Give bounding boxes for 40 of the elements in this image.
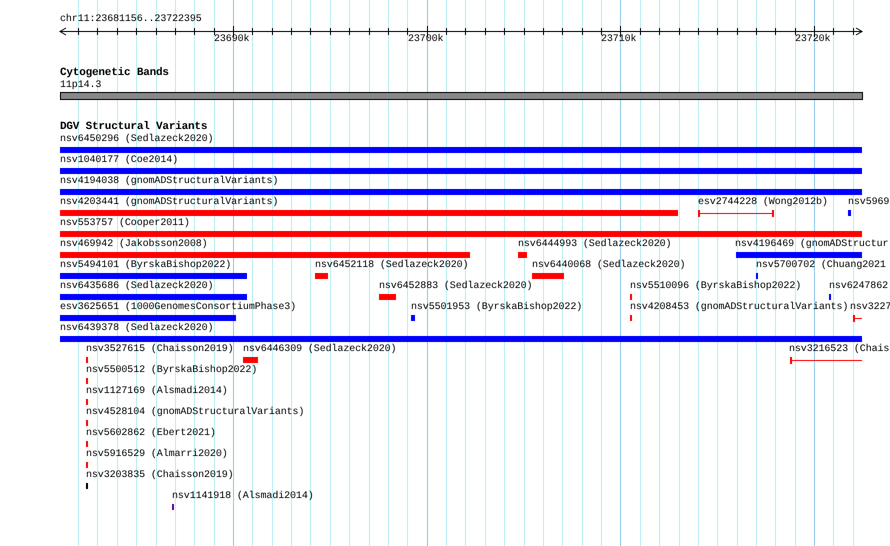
band-label: 11p14.3 [60,80,102,92]
variant-label: nsv6446309 (Sedlazeck2020) [243,344,396,356]
variant-label: nsv5500512 (ByrskaBishop2022) [86,365,258,377]
tick-label: 23720k [795,34,830,46]
tick-label: 23690k [214,34,250,46]
variant-label: nsv6247862 [829,281,888,293]
variant-label: nsv3203835 (Chaisson2019) [86,470,234,482]
variant-label: nsv4203441 (gnomADStructuralVariants) [60,197,278,209]
variant-label: nsv3527615 (Chaisson2019) [86,344,234,356]
variant-label: nsv469942 (Jakobsson2008) [60,239,208,251]
variant-label: nsv553757 (Cooper2011) [60,218,190,230]
variant-label: nsv5916529 (Almarri2020) [86,449,228,461]
variant-label: nsv1040177 (Coe2014) [60,155,178,167]
variant-label: nsv5602862 (Ebert2021) [86,428,216,440]
variant-label: nsv6452118 (Sedlazeck2020) [315,260,468,272]
tick-label: 23700k [408,34,444,46]
location-label: chr11:23681156..23722395 [60,14,202,26]
variant-label: nsv4196469 (gnomADStructur [735,239,888,251]
track-heading: DGV Structural Variants [60,121,208,133]
variant-label: nsv3216523 (Chais [789,344,890,356]
variant-label: nsv6440068 (Sedlazeck2020) [532,260,686,272]
variant-label: esv2744228 (Wong2012b) [698,197,828,209]
variant-label: nsv5969 [848,197,890,209]
variant-label: nsv5700702 (Chuang2021 [756,260,886,272]
variant-label: nsv4208453 (gnomADStructuralVariants) [630,302,848,314]
variant-label: nsv5510096 (ByrskaBishop2022) [630,281,802,293]
variant-label: esv3625651 (1000GenomesConsortiumPhase3) [60,302,296,314]
variant-label: nsv4194038 (gnomADStructuralVariants) [60,176,278,188]
variant-label: nsv5494101 (ByrskaBishop2022) [60,260,232,272]
variant-label: nsv1141918 (Alsmadi2014) [172,491,314,503]
variant-label: nsv1127169 (Alsmadi2014) [86,386,228,398]
variant-label: nsv5501953 (ByrskaBishop2022) [411,302,582,314]
variant-label: nsv6452883 (Sedlazeck2020) [379,281,532,293]
variant-label: nsv4528104 (gnomADStructuralVariants) [86,407,304,419]
variant-label: nsv6435686 (Sedlazeck2020) [60,281,214,293]
track-heading: Cytogenetic Bands [60,67,169,79]
variant-label: nsv6444993 (Sedlazeck2020) [518,239,672,251]
variant-label: nsv6439378 (Sedlazeck2020) [60,323,214,335]
variant-label: nsv6450296 (Sedlazeck2020) [60,134,214,146]
tick-label: 23710k [601,34,636,46]
